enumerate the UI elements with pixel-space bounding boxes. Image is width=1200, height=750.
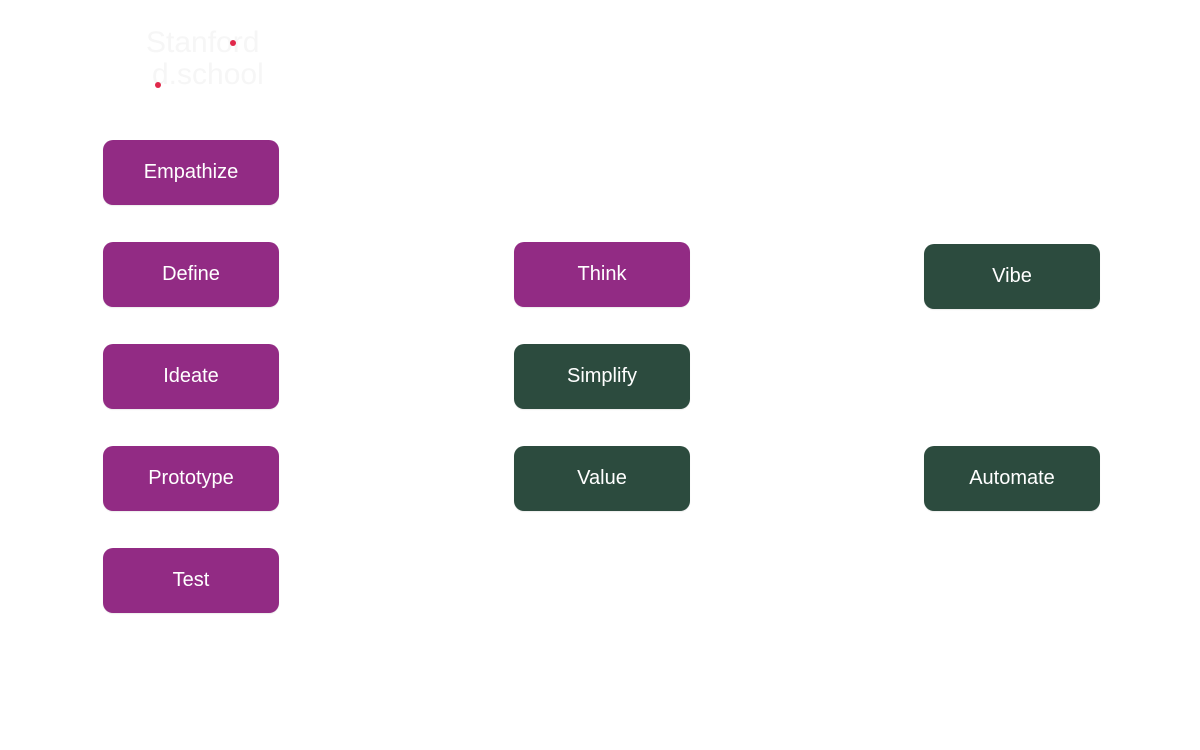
- node-label: Ideate: [163, 365, 219, 387]
- logo-text-stanford: Stanford: [146, 26, 260, 59]
- node-test[interactable]: Test: [103, 548, 279, 613]
- node-empathize[interactable]: Empathize: [103, 140, 279, 205]
- node-automate[interactable]: Automate: [924, 446, 1100, 511]
- node-label: Value: [577, 467, 627, 489]
- logo-text-dschool: d.school: [152, 58, 264, 91]
- logo-dot-icon: [230, 40, 236, 46]
- node-label: Vibe: [992, 265, 1032, 287]
- node-label: Prototype: [148, 467, 234, 489]
- node-value[interactable]: Value: [514, 446, 690, 511]
- node-ideate[interactable]: Ideate: [103, 344, 279, 409]
- node-simplify[interactable]: Simplify: [514, 344, 690, 409]
- node-label: Automate: [969, 467, 1055, 489]
- node-prototype[interactable]: Prototype: [103, 446, 279, 511]
- node-label: Empathize: [143, 161, 239, 183]
- node-think[interactable]: Think: [514, 242, 690, 307]
- node-label: Define: [162, 263, 220, 285]
- node-define[interactable]: Define: [103, 242, 279, 307]
- node-label: Test: [172, 569, 210, 591]
- node-label: Think: [577, 263, 627, 285]
- stanford-dschool-logo: Stanford d.school: [146, 26, 264, 94]
- node-vibe[interactable]: Vibe: [924, 244, 1100, 309]
- node-label: Simplify: [566, 365, 637, 387]
- logo-dot-icon: [155, 82, 161, 88]
